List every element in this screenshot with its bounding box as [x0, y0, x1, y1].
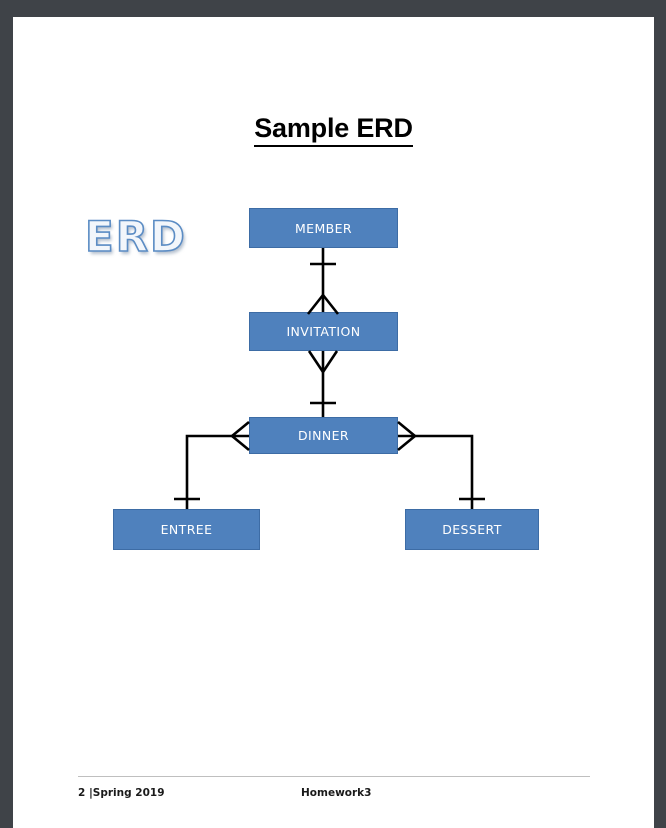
entity-dessert-label: DESSERT	[442, 522, 502, 537]
entity-dinner[interactable]: DINNER	[249, 417, 398, 454]
connector-member-invitation	[306, 248, 340, 315]
footer-assignment: Homework3	[301, 787, 372, 799]
page-title: Sample ERD	[13, 113, 654, 147]
page-title-text: Sample ERD	[254, 113, 413, 147]
entity-member[interactable]: MEMBER	[249, 208, 398, 248]
connector-invitation-dinner	[307, 350, 339, 417]
connector-dinner-entree	[174, 420, 250, 509]
cardinality-many-dinner-right	[397, 420, 416, 452]
entity-invitation-label: INVITATION	[286, 324, 361, 339]
entity-entree-label: ENTREE	[160, 522, 213, 537]
cardinality-many-dinner-left	[231, 420, 250, 452]
entity-dessert[interactable]: DESSERT	[405, 509, 539, 550]
erd-wordart-label: ERD	[84, 211, 187, 262]
entity-dinner-label: DINNER	[298, 428, 349, 443]
footer-page-term: 2 |Spring 2019	[78, 787, 165, 799]
document-page: Sample ERD ERD MEMBER INVITATION DINNER …	[13, 17, 654, 828]
entity-member-label: MEMBER	[294, 220, 353, 236]
connector-dinner-dessert	[397, 420, 485, 509]
cardinality-many-invitation-lower	[307, 350, 339, 373]
erd-diagram: MEMBER INVITATION DINNER ENTREE DESSERT	[13, 17, 654, 828]
entity-entree[interactable]: ENTREE	[113, 509, 260, 550]
entity-invitation[interactable]: INVITATION	[249, 312, 398, 351]
footer-divider	[78, 776, 590, 777]
